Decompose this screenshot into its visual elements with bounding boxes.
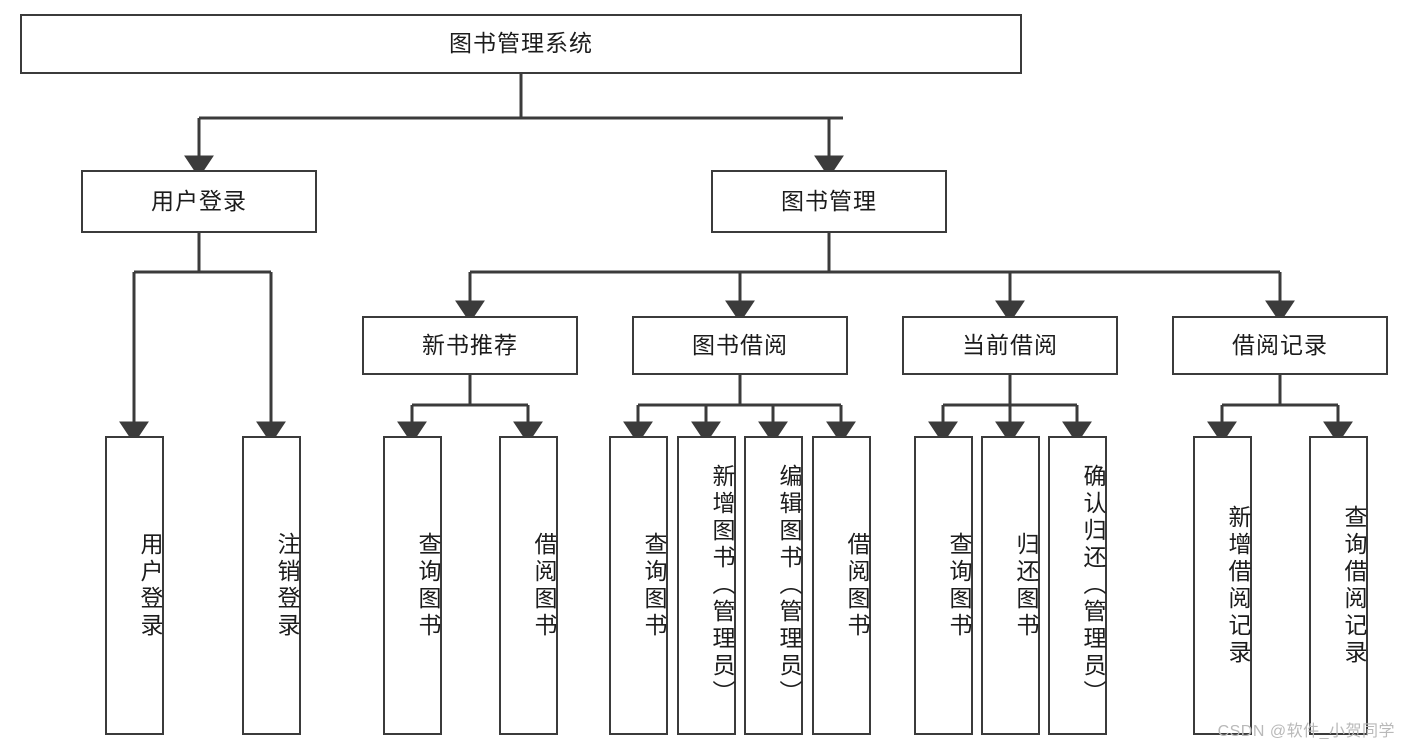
node-book-manage[interactable]: 图书管理 <box>711 170 947 233</box>
node-label: 查询图书 <box>946 531 972 640</box>
node-label: 新增借阅记录 <box>1225 504 1251 667</box>
node-leaf-add-record[interactable]: 新增借阅记录 <box>1193 436 1252 735</box>
node-label: 借阅图书 <box>531 531 557 640</box>
node-leaf-confirm-return[interactable]: 确认归还（管理员） <box>1048 436 1107 735</box>
node-label: 当前借阅 <box>962 331 1058 358</box>
node-label: 新增图书（管理员） <box>709 464 735 707</box>
node-label: 编辑图书（管理员） <box>776 464 802 707</box>
node-label: 确认归还（管理员） <box>1080 464 1106 707</box>
node-leaf-borrow-book-1[interactable]: 借阅图书 <box>499 436 558 735</box>
node-label: 图书管理 <box>781 187 877 214</box>
node-label: 查询借阅记录 <box>1341 504 1367 667</box>
node-label: 归还图书 <box>1013 531 1039 640</box>
node-label: 用户登录 <box>151 187 247 214</box>
node-borrow-record[interactable]: 借阅记录 <box>1172 316 1388 375</box>
node-leaf-user-login[interactable]: 用户登录 <box>105 436 164 735</box>
node-leaf-return-book[interactable]: 归还图书 <box>981 436 1040 735</box>
node-new-book-recommend[interactable]: 新书推荐 <box>362 316 578 375</box>
node-label: 借阅图书 <box>844 531 870 640</box>
node-leaf-query-record[interactable]: 查询借阅记录 <box>1309 436 1368 735</box>
node-leaf-edit-book[interactable]: 编辑图书（管理员） <box>744 436 803 735</box>
node-leaf-user-logout[interactable]: 注销登录 <box>242 436 301 735</box>
node-book-borrow[interactable]: 图书借阅 <box>632 316 848 375</box>
node-label: 新书推荐 <box>422 331 518 358</box>
node-label: 查询图书 <box>641 531 667 640</box>
node-label: 用户登录 <box>137 531 163 640</box>
node-leaf-query-book-3[interactable]: 查询图书 <box>914 436 973 735</box>
node-label: 查询图书 <box>415 531 441 640</box>
node-user-login[interactable]: 用户登录 <box>81 170 317 233</box>
node-label: 图书借阅 <box>692 331 788 358</box>
node-leaf-query-book-2[interactable]: 查询图书 <box>609 436 668 735</box>
node-leaf-borrow-book-2[interactable]: 借阅图书 <box>812 436 871 735</box>
node-root-system[interactable]: 图书管理系统 <box>20 14 1022 74</box>
watermark-text: CSDN @软件_小贺同学 <box>1217 723 1395 740</box>
node-leaf-add-book[interactable]: 新增图书（管理员） <box>677 436 736 735</box>
node-label: 注销登录 <box>274 531 300 640</box>
node-leaf-query-book-1[interactable]: 查询图书 <box>383 436 442 735</box>
node-label: 借阅记录 <box>1232 331 1328 358</box>
node-label: 图书管理系统 <box>449 30 593 57</box>
node-current-borrow[interactable]: 当前借阅 <box>902 316 1118 375</box>
